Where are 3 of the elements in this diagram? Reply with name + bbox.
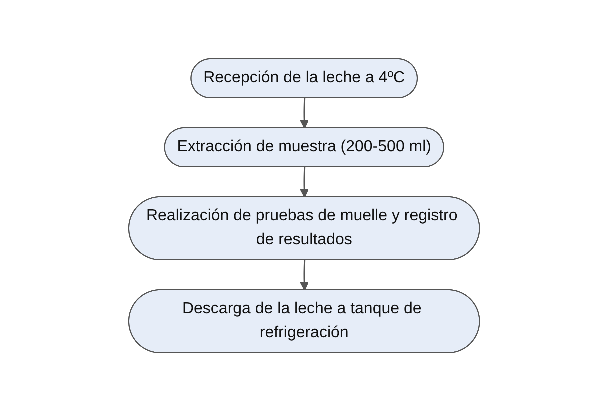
arrow <box>300 260 310 291</box>
arrow <box>300 167 310 198</box>
arrow <box>300 98 310 129</box>
